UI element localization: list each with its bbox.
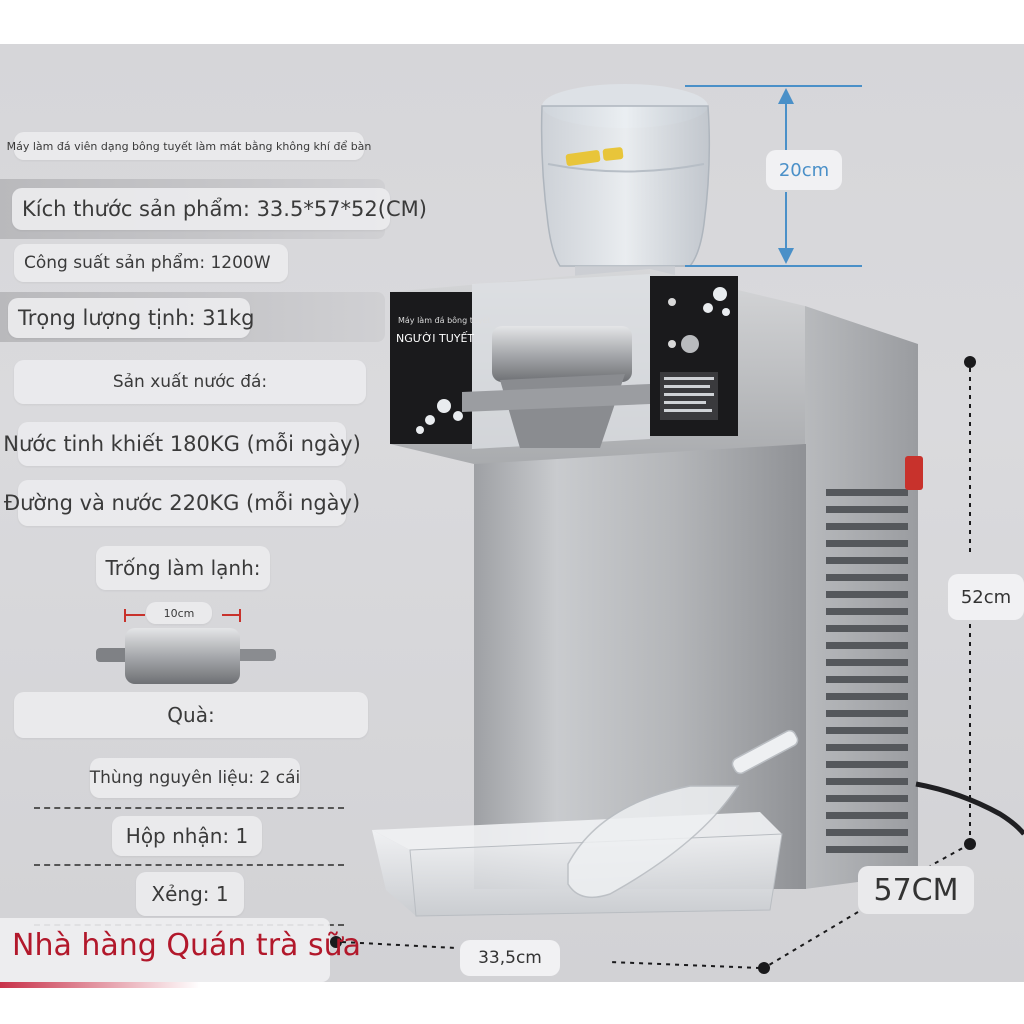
gift-item: Thùng nguyên liệu: 2 cái [90,758,300,798]
gift-item: Hộp nhận: 1 [112,816,262,856]
snow-ice-machine-illustration [96,84,1024,974]
bottle-height-label: 20cm [766,150,842,190]
air-vents [826,489,908,853]
water-bottle [540,84,711,288]
product-subtitle: Máy làm đá viên dạng bông tuyết làm mát … [7,132,371,160]
bottle-dimension-guide [685,85,862,267]
divider [34,864,344,866]
spec-size: Kích thước sản phẩm: 33.5*57*52(CM) [12,188,427,230]
production-heading: Sản xuất nước đá: [14,360,366,404]
snowflake-icon [416,287,730,434]
width-dimension-guide [330,936,457,949]
gifts-heading: Quà: [14,692,368,738]
depth-dimension-guide [609,843,971,974]
freezing-drum [492,326,632,382]
production-pure-water: Nước tinh khiết 180KG (mỗi ngày) [3,422,361,466]
power-switch [905,456,923,490]
gift-item: Xẻng: 1 [136,872,244,916]
depth-label: 57CM [858,866,974,914]
spec-weight: Trọng lượng tịnh: 31kg [8,298,255,338]
divider [34,807,344,809]
footer-title-background [0,918,330,982]
width-label: 33,5cm [460,940,560,976]
panel-brand: NGƯỜI TUYẾT [396,332,475,345]
footer-accent-line [0,982,200,988]
ice-scoop [567,729,799,899]
footer-title: Nhà hàng Quán trà sữa [12,928,361,963]
drum-thumbnail [96,609,276,684]
spec-power: Công suất sản phẩm: 1200W [14,244,288,282]
height-label: 52cm [948,574,1024,620]
drum-heading: Trống làm lạnh: [96,546,270,590]
panel-brand-small: Máy làm đá bông tuyết [398,316,491,325]
drum-width-label: 10cm [146,602,212,624]
production-sugar-water: Đường và nước 220KG (mỗi ngày) [4,480,360,526]
product-image-stage: Máy làm đá bông tuyết NGƯỜI TUYẾT Máy là… [0,44,1024,982]
